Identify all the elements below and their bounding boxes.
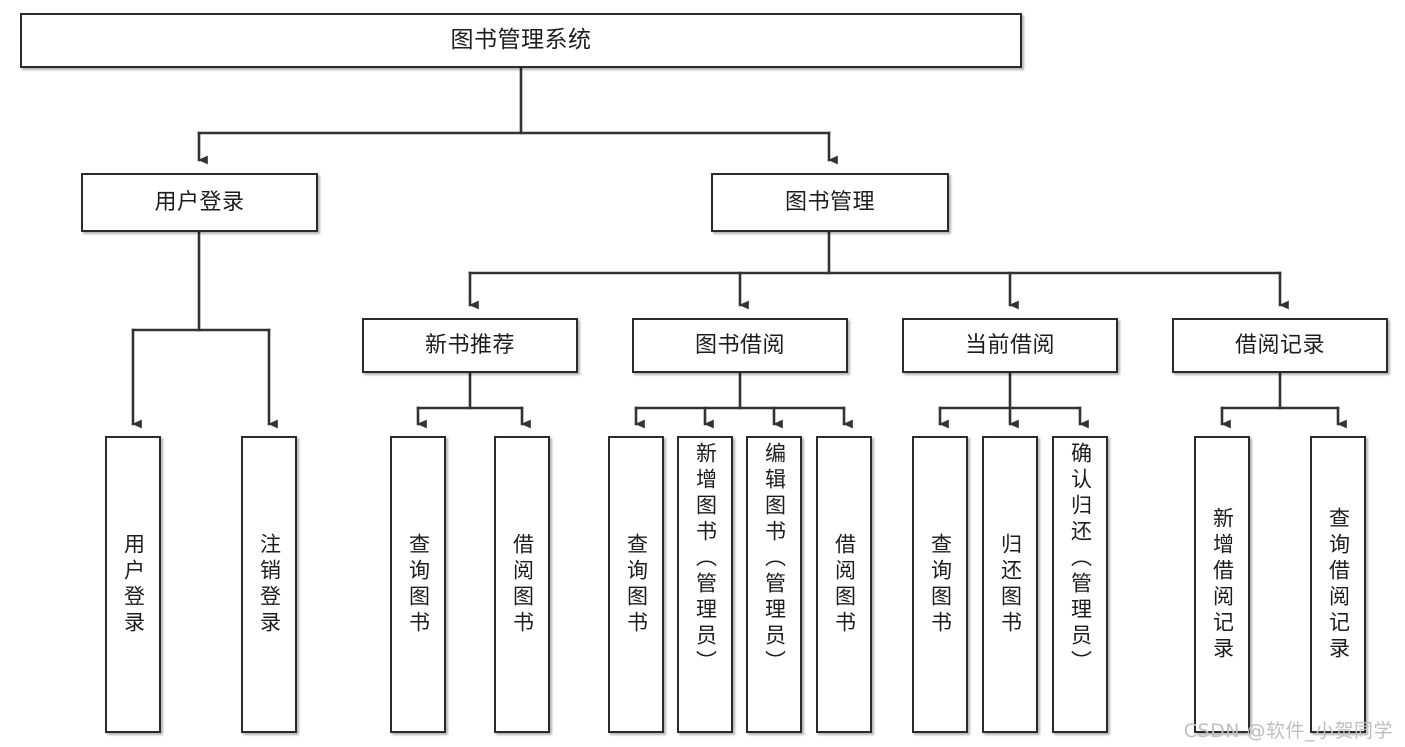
node-leaf-add-book-admin[interactable]: 新增图书（管理员） [677, 436, 733, 733]
node-leaf-borrow-book[interactable]: 借阅图书 [816, 436, 872, 733]
node-label: 当前借阅 [964, 332, 1055, 358]
node-label: 归还图书 [998, 532, 1023, 637]
node-label: 查询图书 [406, 532, 431, 637]
node-current-borrow[interactable]: 当前借阅 [902, 318, 1118, 373]
node-leaf-borrow-book-recommend[interactable]: 借阅图书 [494, 436, 550, 733]
watermark-text: CSDN @软件_小贺同学 [1183, 720, 1393, 742]
node-label: 查询图书 [624, 532, 649, 637]
node-label: 新增图书（管理员） [693, 442, 718, 676]
node-user-login[interactable]: 用户登录 [81, 173, 318, 232]
node-label: 确认归还（管理员） [1068, 442, 1093, 676]
node-label: 借阅记录 [1234, 332, 1325, 358]
node-borrow-record[interactable]: 借阅记录 [1172, 318, 1388, 373]
node-label: 查询图书 [928, 532, 953, 637]
node-leaf-edit-book-admin[interactable]: 编辑图书（管理员） [746, 436, 802, 733]
node-leaf-user-logout[interactable]: 注销登录 [241, 436, 297, 733]
node-label: 查询借阅记录 [1326, 506, 1351, 663]
node-label: 新增借阅记录 [1210, 506, 1235, 663]
node-leaf-user-login[interactable]: 用户登录 [105, 436, 161, 733]
node-leaf-query-book-recommend[interactable]: 查询图书 [390, 436, 446, 733]
node-leaf-add-borrow-record[interactable]: 新增借阅记录 [1194, 436, 1250, 733]
node-leaf-query-book-borrow[interactable]: 查询图书 [608, 436, 664, 733]
node-leaf-query-borrow-record[interactable]: 查询借阅记录 [1310, 436, 1366, 733]
node-label: 借阅图书 [832, 532, 857, 637]
node-label: 用户登录 [154, 189, 245, 215]
node-label: 图书管理系统 [450, 27, 592, 54]
node-label: 图书管理 [784, 189, 875, 215]
node-book-management-system[interactable]: 图书管理系统 [20, 13, 1022, 68]
node-label: 图书借阅 [694, 332, 785, 358]
node-label: 编辑图书（管理员） [762, 442, 787, 676]
node-new-book-recommend[interactable]: 新书推荐 [362, 318, 578, 373]
node-label: 注销登录 [257, 532, 282, 637]
node-label: 新书推荐 [424, 332, 515, 358]
node-book-manage[interactable]: 图书管理 [711, 173, 949, 232]
node-leaf-confirm-return-admin[interactable]: 确认归还（管理员） [1052, 436, 1108, 733]
node-label: 用户登录 [121, 532, 146, 637]
node-label: 借阅图书 [510, 532, 535, 637]
node-leaf-query-book-current[interactable]: 查询图书 [912, 436, 968, 733]
node-leaf-return-book[interactable]: 归还图书 [982, 436, 1038, 733]
node-book-borrow[interactable]: 图书借阅 [632, 318, 848, 373]
